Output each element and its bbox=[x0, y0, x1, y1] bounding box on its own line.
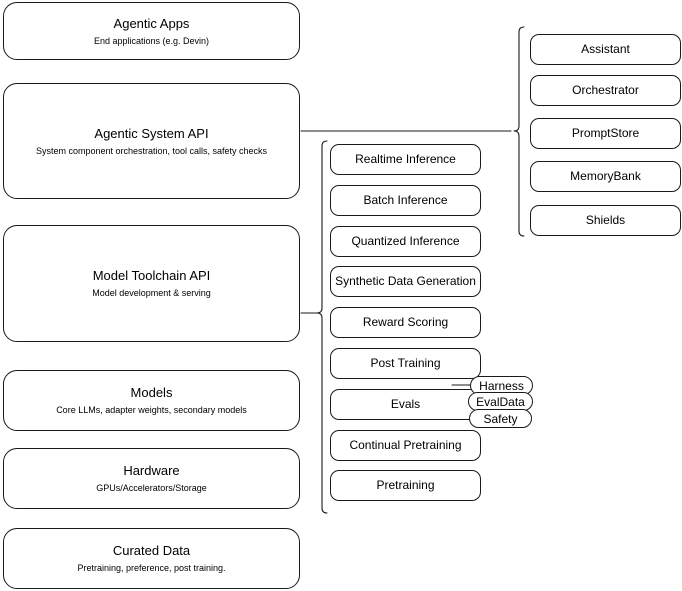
capability-label: Reward Scoring bbox=[362, 315, 449, 329]
system-component-orchestrator[interactable]: Orchestrator bbox=[530, 75, 681, 106]
layer-title: Agentic System API bbox=[94, 125, 209, 141]
system-component-memorybank[interactable]: MemoryBank bbox=[530, 161, 681, 192]
capability-synthetic-data-generation[interactable]: Synthetic Data Generation bbox=[330, 266, 481, 297]
capability-label: Pretraining bbox=[376, 478, 435, 492]
eval-subcomponent-safety[interactable]: Safety bbox=[469, 409, 532, 428]
system-component-shields[interactable]: Shields bbox=[530, 205, 681, 236]
layer-subtitle: Model development & serving bbox=[92, 288, 211, 298]
system-component-promptstore[interactable]: PromptStore bbox=[530, 118, 681, 149]
capability-quantized-inference[interactable]: Quantized Inference bbox=[330, 226, 481, 257]
system-component-assistant[interactable]: Assistant bbox=[530, 34, 681, 65]
eval-subcomponent-label: Safety bbox=[483, 411, 518, 426]
layer-agentic-apps[interactable]: Agentic Apps End applications (e.g. Devi… bbox=[3, 2, 300, 60]
eval-subcomponent-label: Harness bbox=[479, 378, 524, 393]
toolchain-capabilities-bracket bbox=[316, 140, 328, 514]
layer-curated-data[interactable]: Curated Data Pretraining, preference, po… bbox=[3, 528, 300, 589]
capability-label: Post Training bbox=[370, 356, 441, 370]
system-component-label: PromptStore bbox=[571, 126, 640, 140]
capability-label: Synthetic Data Generation bbox=[335, 274, 476, 288]
layer-subtitle: GPUs/Accelerators/Storage bbox=[96, 483, 207, 493]
layer-title: Models bbox=[130, 385, 173, 400]
capability-continual-pretraining[interactable]: Continual Pretraining bbox=[330, 430, 481, 461]
capability-post-training[interactable]: Post Training bbox=[330, 348, 481, 379]
layer-subtitle: Pretraining, preference, post training. bbox=[77, 563, 226, 573]
capability-label: Evals bbox=[390, 397, 421, 411]
capability-evals[interactable]: Evals bbox=[330, 389, 481, 420]
system-component-label: MemoryBank bbox=[570, 169, 641, 183]
capability-label: Continual Pretraining bbox=[349, 438, 462, 452]
layer-models[interactable]: Models Core LLMs, adapter weights, secon… bbox=[3, 370, 300, 431]
capability-label: Realtime Inference bbox=[355, 152, 456, 166]
capability-label: Batch Inference bbox=[363, 193, 448, 207]
layer-model-toolchain-api[interactable]: Model Toolchain API Model development & … bbox=[3, 225, 300, 342]
capability-realtime-inference[interactable]: Realtime Inference bbox=[330, 144, 481, 175]
layer-hardware[interactable]: Hardware GPUs/Accelerators/Storage bbox=[3, 448, 300, 509]
system-components-bracket bbox=[513, 26, 525, 237]
system-component-label: Shields bbox=[585, 213, 626, 227]
eval-subcomponent-label: EvalData bbox=[476, 394, 525, 409]
layer-subtitle: System component orchestration, tool cal… bbox=[35, 145, 268, 156]
capability-reward-scoring[interactable]: Reward Scoring bbox=[330, 307, 481, 338]
eval-subcomponent-evaldata[interactable]: EvalData bbox=[468, 392, 533, 411]
layer-title: Model Toolchain API bbox=[92, 268, 211, 283]
capability-pretraining[interactable]: Pretraining bbox=[330, 470, 481, 501]
layer-title: Agentic Apps bbox=[113, 15, 190, 31]
system-component-label: Assistant bbox=[581, 42, 630, 56]
capability-label: Quantized Inference bbox=[351, 234, 460, 248]
layer-title: Hardware bbox=[123, 463, 180, 478]
system-component-label: Orchestrator bbox=[572, 83, 639, 97]
layer-agentic-system-api[interactable]: Agentic System API System component orch… bbox=[3, 83, 300, 199]
layer-subtitle: Core LLMs, adapter weights, secondary mo… bbox=[56, 405, 247, 415]
layer-title: Curated Data bbox=[112, 543, 191, 558]
capability-batch-inference[interactable]: Batch Inference bbox=[330, 185, 481, 216]
layer-subtitle: End applications (e.g. Devin) bbox=[93, 35, 210, 46]
